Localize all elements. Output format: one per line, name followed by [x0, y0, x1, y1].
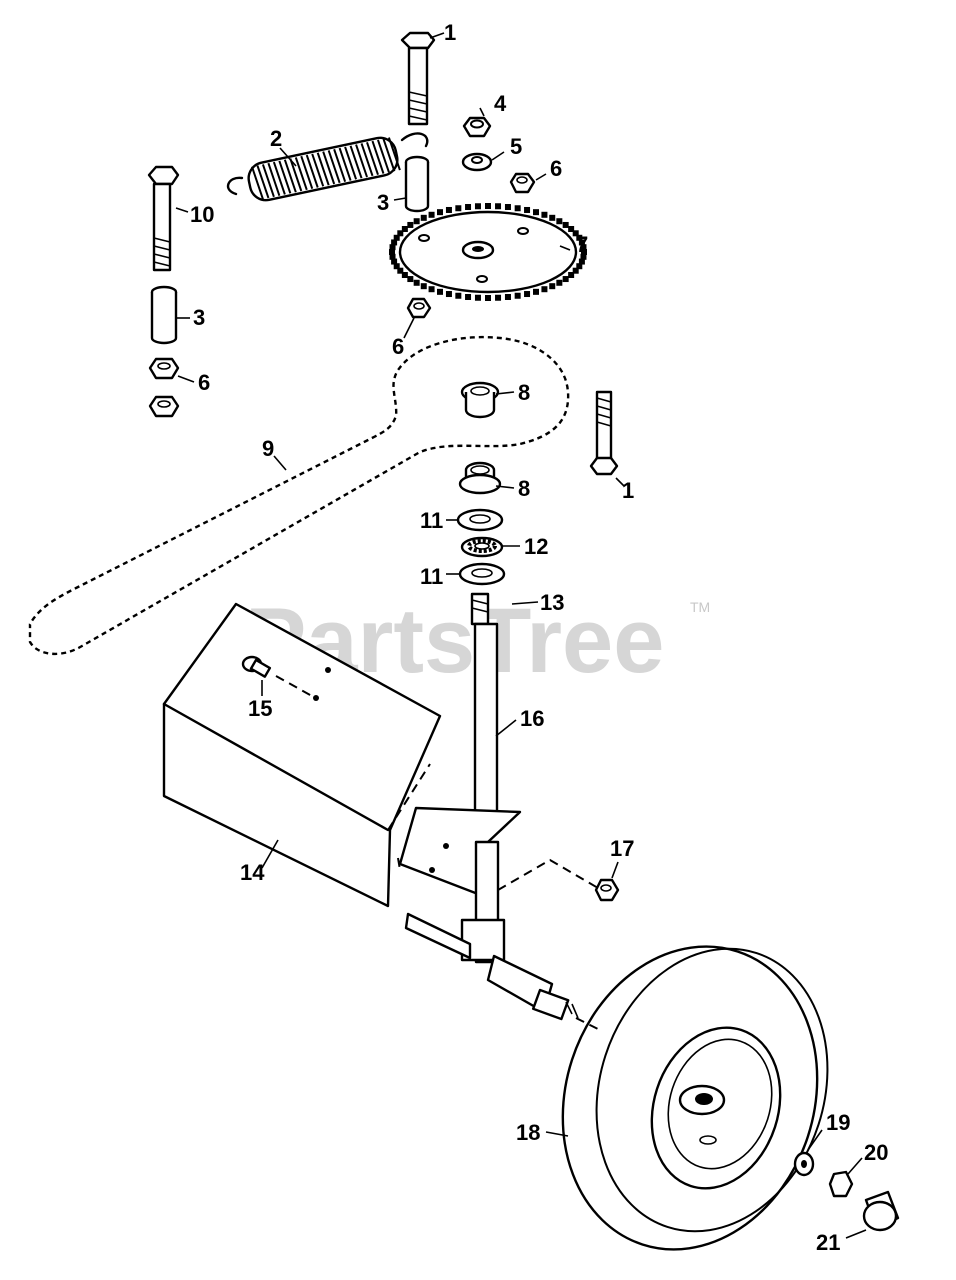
washer-11-lower	[458, 562, 506, 586]
bolt-10	[147, 165, 180, 272]
callout-9: 9	[262, 436, 274, 461]
callout-4: 4	[494, 91, 507, 116]
callout-13: 13	[540, 590, 564, 615]
callout-7: 7	[576, 232, 588, 257]
callout-18: 18	[516, 1120, 540, 1145]
wheel-tire	[561, 945, 829, 1251]
nut-6-left-upper	[148, 357, 180, 380]
callout-16: 16	[520, 706, 544, 731]
callout-6-left: 6	[198, 370, 210, 395]
spring	[226, 132, 429, 202]
screw-15	[241, 655, 319, 701]
nut-17	[594, 878, 620, 902]
callout-6-top: 6	[550, 156, 562, 181]
bushing-8-lower	[458, 461, 502, 495]
callout-11-lower: 11	[420, 564, 443, 589]
leader-lines	[175, 32, 867, 1239]
spacer-top	[404, 155, 430, 213]
watermark-trademark: TM	[690, 599, 710, 615]
sprocket	[389, 203, 587, 301]
callout-8-upper: 8	[518, 380, 530, 405]
spacer-left	[150, 285, 178, 345]
callout-10: 10	[190, 202, 214, 227]
callout-15: 15	[248, 696, 272, 721]
callout-8-lower: 8	[518, 476, 530, 501]
bushing-8-upper	[460, 381, 500, 419]
callout-14: 14	[240, 860, 265, 885]
nut-6-left-lower	[148, 395, 180, 418]
thrust-bearing	[460, 536, 504, 558]
callout-6-mid: 6	[392, 334, 404, 359]
callout-11-upper: 11	[420, 508, 443, 533]
callout-3-left: 3	[193, 305, 205, 330]
washer-19	[793, 1151, 815, 1177]
callout-5: 5	[510, 134, 522, 159]
callout-1-right: 1	[622, 478, 634, 503]
washer-11-upper	[456, 508, 504, 532]
callout-1-top: 1	[444, 20, 456, 45]
callout-12: 12	[524, 534, 548, 559]
callout-21: 21	[816, 1230, 840, 1255]
shield-plate	[162, 602, 442, 908]
fork-assembly	[397, 592, 599, 1021]
callout-17: 17	[610, 836, 634, 861]
nut-6-mid	[406, 297, 432, 319]
roller-chain	[27, 334, 572, 657]
nut-20	[828, 1170, 854, 1198]
callout-3-top: 3	[377, 190, 389, 215]
callout-20: 20	[864, 1140, 888, 1165]
bolt-top	[400, 31, 436, 126]
bolt-right	[589, 390, 619, 476]
callout-19: 19	[826, 1110, 850, 1135]
nut-4	[462, 116, 492, 138]
hub-cap-21	[862, 1190, 900, 1232]
nut-6-top	[509, 172, 536, 194]
washer-5	[461, 152, 493, 172]
callout-2: 2	[270, 126, 282, 151]
